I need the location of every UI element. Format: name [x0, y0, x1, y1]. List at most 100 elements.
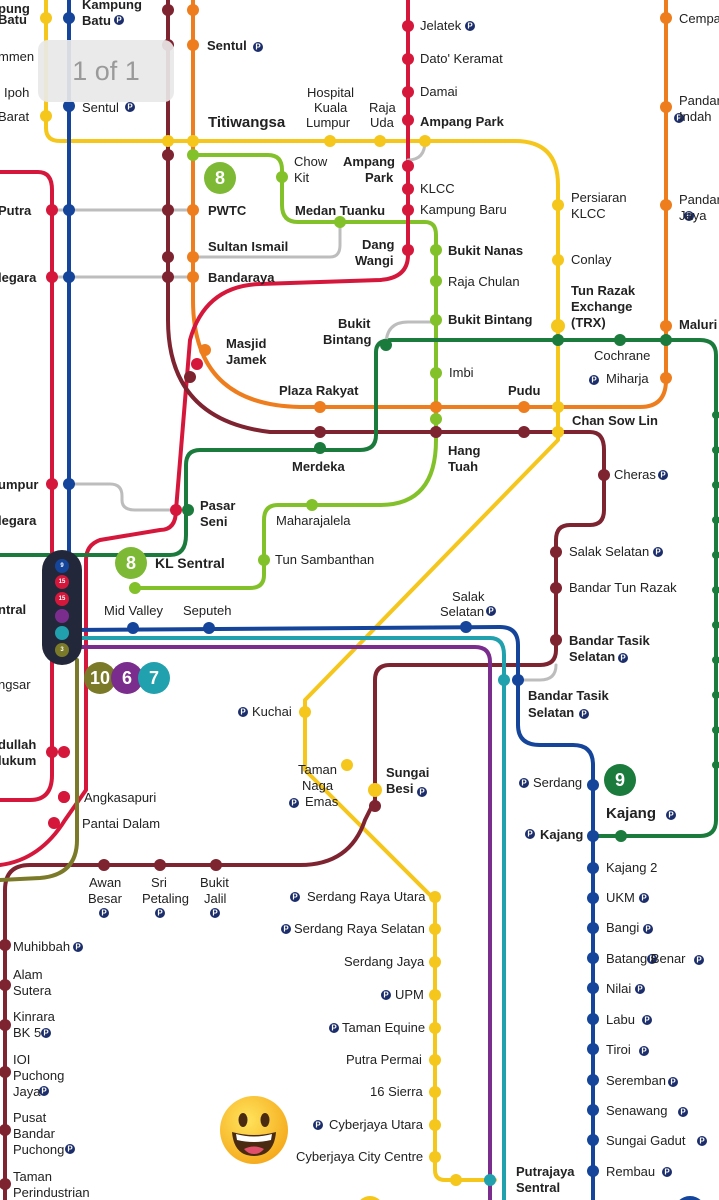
park-icon — [313, 1120, 323, 1130]
svg-text:9: 9 — [60, 563, 64, 569]
park-icon — [238, 707, 248, 717]
label-batu: Batu — [82, 13, 111, 28]
label-klcc2: KLCC — [571, 206, 606, 221]
label-taman-equine: Taman Equine — [342, 1020, 425, 1035]
label-maluri: Maluri — [679, 317, 717, 332]
park-icon — [41, 1028, 51, 1038]
label-hospital: Hospital — [307, 85, 354, 100]
smiley-emoji-icon — [220, 1096, 288, 1164]
label-ngsar: ngsar — [0, 677, 31, 692]
label-bukit-nanas: Bukit Nanas — [448, 243, 523, 258]
park-icon — [525, 829, 535, 839]
label-seputeh: Seputeh — [183, 603, 231, 618]
svg-text:9: 9 — [615, 770, 625, 790]
label-bk5: BK 5 — [13, 1025, 41, 1040]
park-icon — [253, 42, 263, 52]
label-damai: Damai — [420, 84, 458, 99]
park-icon — [642, 1015, 652, 1025]
label-kajang2: Kajang 2 — [606, 860, 657, 875]
connector-grey — [50, 139, 558, 682]
line-9-green — [0, 338, 718, 838]
label-kit: Kit — [294, 170, 310, 185]
label-sentul: Sentul — [207, 38, 247, 53]
kl-sentral-interchange[interactable]: 9 15 15 3 — [42, 550, 82, 665]
badge-line-10: 10 — [84, 662, 116, 694]
label-tiroi: Tiroi — [606, 1042, 631, 1057]
park-icon — [647, 954, 657, 964]
park-icon — [639, 893, 649, 903]
park-icon-letter: P — [488, 607, 494, 616]
label-bukit-bintang: Bukit Bintang — [448, 312, 533, 327]
park-icon-letter: P — [283, 925, 289, 934]
park-icon — [381, 990, 391, 1000]
label-park: Park — [365, 170, 394, 185]
park-icon — [281, 924, 291, 934]
park-icon-letter: P — [620, 654, 626, 663]
label-besi: Besi — [386, 781, 413, 796]
label-ntral: ntral — [0, 602, 26, 617]
label-bts1-1: Bandar Tasik — [569, 633, 650, 648]
svg-text:3: 3 — [60, 647, 64, 653]
label-taman2: Taman — [13, 1169, 52, 1184]
label-petaling: Petaling — [142, 891, 189, 906]
park-icon — [465, 21, 475, 31]
park-icon-letter: P — [644, 1016, 650, 1025]
park-icon-letter: P — [467, 22, 473, 31]
park-icon-letter: P — [668, 811, 674, 820]
label-wangi: Wangi — [355, 253, 394, 268]
label-ioi: IOI — [13, 1052, 30, 1067]
label-jamek: Jamek — [226, 352, 267, 367]
park-icon-letter: P — [637, 985, 643, 994]
line-ktm-blue — [67, 0, 595, 1200]
park-icon — [289, 798, 299, 808]
label-imbi: Imbi — [449, 365, 474, 380]
label-jelatek: Jelatek — [420, 18, 462, 33]
park-icon-letter: P — [331, 1024, 337, 1033]
park-icon — [114, 15, 124, 25]
label-senawang: Senawang — [606, 1103, 667, 1118]
label-bandar: Bandar — [13, 1126, 56, 1141]
label-sentul-2: Sentul — [82, 100, 119, 115]
label-persiaran: Persiaran — [571, 190, 627, 205]
label-tun-sambanthan: Tun Sambanthan — [275, 552, 374, 567]
badge-line-8-klsentral: 8 — [115, 547, 147, 579]
line-ampang-orange — [191, 0, 668, 409]
badge-line-9: 9 — [604, 764, 636, 796]
label-miharja: Miharja — [606, 371, 649, 386]
label-dato-keramat: Dato' Keramat — [420, 51, 503, 66]
label-sultan-ismail: Sultan Ismail — [208, 239, 288, 254]
label-uda: Uda — [370, 115, 395, 130]
park-icon — [684, 211, 694, 221]
line-6-purple — [67, 645, 492, 1200]
label-sru: Serdang Raya Utara — [307, 889, 426, 904]
park-icon — [639, 1046, 649, 1056]
label-alam: Alam — [13, 967, 43, 982]
park-icon-letter: P — [645, 925, 651, 934]
park-icon — [668, 1077, 678, 1087]
label-labu: Labu — [606, 1012, 635, 1027]
park-icon-letter: P — [655, 548, 661, 557]
badge-line-8-top: 8 — [204, 162, 236, 194]
label-kuala: Kuala — [314, 100, 348, 115]
label-barat: Barat — [0, 109, 29, 124]
label-ampang-park: Ampang Park — [420, 114, 505, 129]
park-icon-letter: P — [649, 955, 655, 964]
park-icon — [99, 908, 109, 918]
park-icon — [290, 892, 300, 902]
label-trx-2: Exchange — [571, 299, 632, 314]
park-icon-letter: P — [67, 1145, 73, 1154]
label-pantai-dalam: Pantai Dalam — [82, 816, 160, 831]
svg-text:10: 10 — [90, 668, 110, 688]
park-icon-letter: P — [699, 1137, 705, 1146]
park-icon — [125, 102, 135, 112]
park-icon-letter: P — [521, 779, 527, 788]
park-icon-letter: P — [127, 103, 133, 112]
label-upm: UPM — [395, 987, 424, 1002]
label-maharajalela: Maharajalela — [276, 513, 351, 528]
label-jaya: Jaya — [13, 1084, 41, 1099]
label-salak-2: Selatan — [440, 604, 484, 619]
label-muhibbah: Muhibbah — [13, 939, 70, 954]
park-icon — [697, 1136, 707, 1146]
park-icon — [39, 1086, 49, 1096]
